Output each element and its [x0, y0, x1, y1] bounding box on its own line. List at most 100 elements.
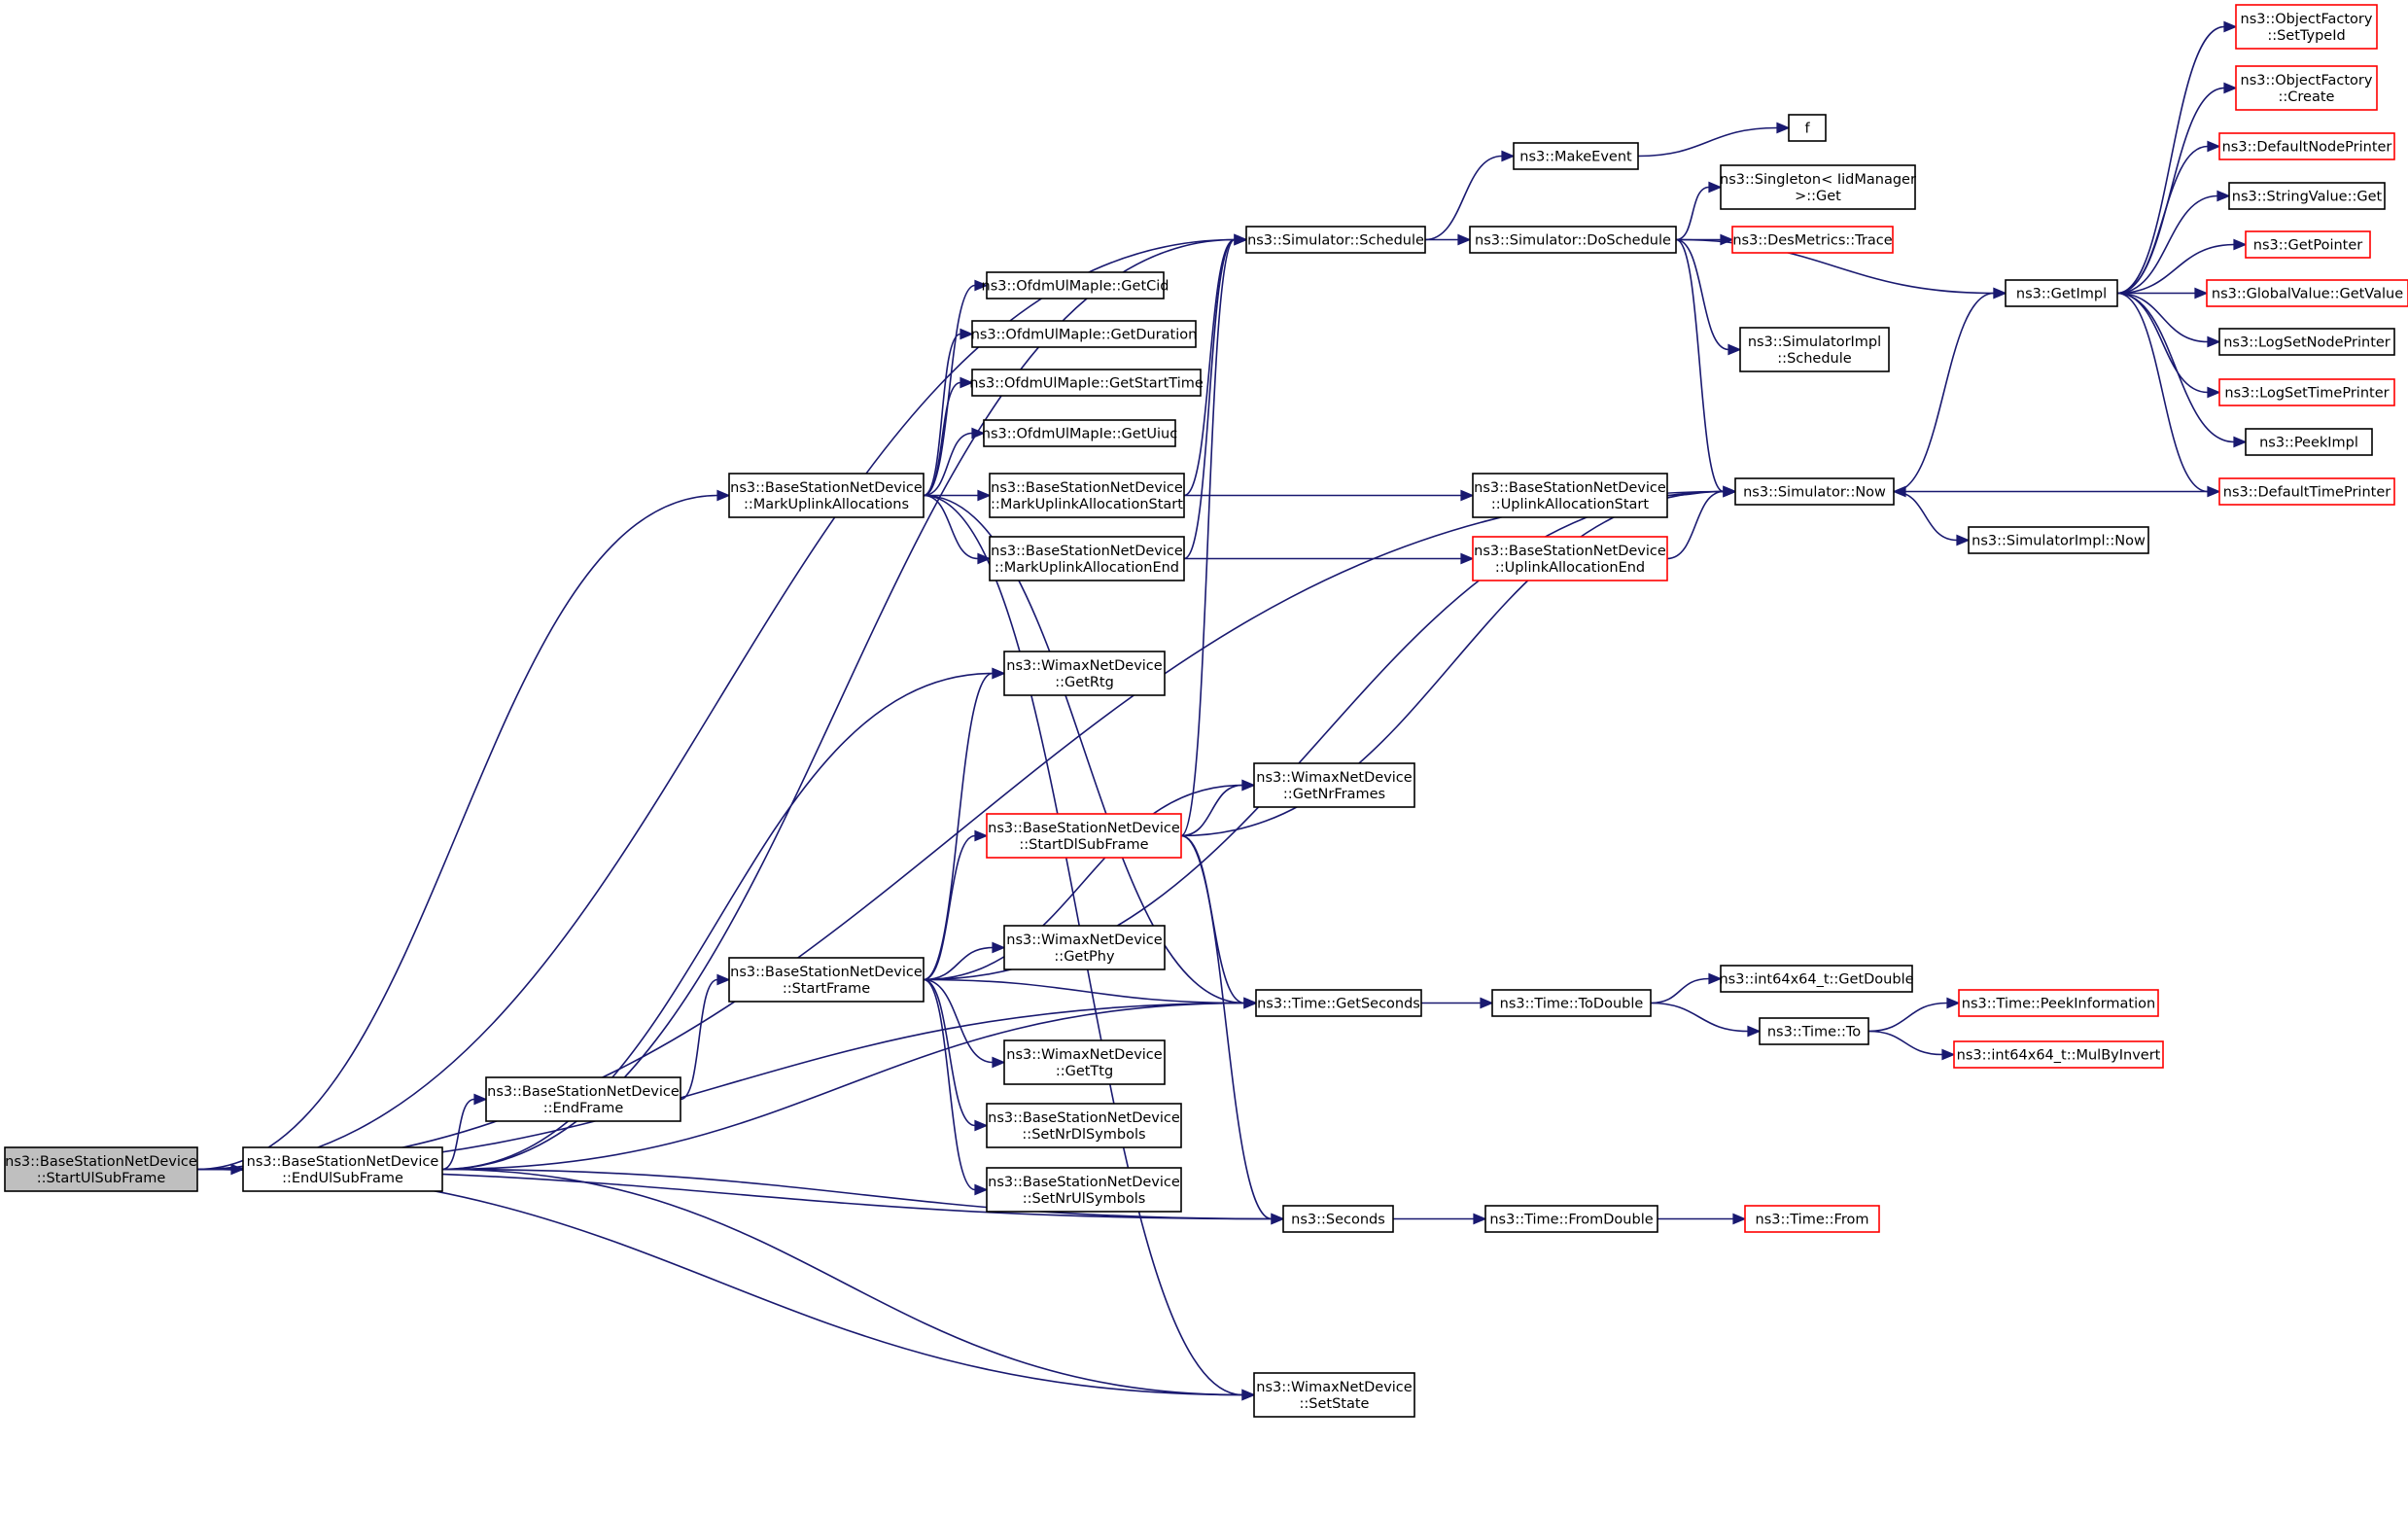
- node-logsetnode[interactable]: ns3::LogSetNodePrinter: [2218, 328, 2395, 356]
- node-getseconds[interactable]: ns3::Time::GetSeconds: [1255, 989, 1422, 1017]
- node-label: ns3::Time::FromDouble: [1489, 1213, 1653, 1228]
- node-getttg[interactable]: ns3::WimaxNetDevice::GetTtg: [1003, 1039, 1166, 1085]
- node-box: [1734, 477, 1895, 506]
- edge-getimpl-to-ofsettypeid: [2116, 20, 2238, 295]
- node-endframe[interactable]: ns3::BaseStationNetDevice::EndFrame: [485, 1076, 681, 1122]
- node-ulallocstart[interactable]: ns3::BaseStationNetDevice::UplinkAllocat…: [1472, 473, 1668, 518]
- arrow-head-icon: [1460, 552, 1475, 565]
- node-label: ns3::WimaxNetDevice: [1256, 1380, 1412, 1395]
- arrow-head-icon: [1243, 997, 1258, 1009]
- node-label: ns3::MakeEvent: [1519, 150, 1632, 165]
- node-label: ::GetTtg: [1056, 1064, 1113, 1079]
- node-label: ::GetNrFrames: [1283, 787, 1385, 802]
- node-seconds[interactable]: ns3::Seconds: [1282, 1205, 1394, 1233]
- node-label: ::Schedule: [1777, 351, 1851, 367]
- edge-todouble-to-timeto: [1650, 1002, 1762, 1038]
- node-defnodeprinter[interactable]: ns3::DefaultNodePrinter: [2218, 132, 2395, 160]
- node-root[interactable]: ns3::BaseStationNetDevice::StartUlSubFra…: [4, 1146, 198, 1192]
- arrow-head-icon: [1241, 1389, 1256, 1401]
- node-label: ns3::OfdmUlMapIe::GetUiuc: [982, 427, 1177, 442]
- edge-line: [923, 381, 961, 497]
- edge-line: [1637, 126, 1778, 158]
- node-getstart[interactable]: ns3::OfdmUlMapIe::GetStartTime: [969, 369, 1204, 397]
- node-deftimeprinter[interactable]: ns3::DefaultTimePrinter: [2218, 477, 2395, 506]
- node-todouble[interactable]: ns3::Time::ToDouble: [1491, 989, 1652, 1017]
- edge-startdl-to-getnrframes: [1180, 779, 1256, 837]
- node-fromdouble[interactable]: ns3::Time::FromDouble: [1484, 1205, 1658, 1233]
- arrow-head-icon: [2233, 238, 2248, 251]
- node-markulstart[interactable]: ns3::BaseStationNetDevice::MarkUplinkAll…: [989, 473, 1185, 518]
- node-label: ns3::GlobalValue::GetValue: [2212, 287, 2403, 302]
- arrow-head-icon: [2223, 82, 2238, 94]
- node-simnow[interactable]: ns3::Simulator::Now: [1734, 477, 1895, 506]
- node-box: [1282, 1205, 1394, 1233]
- node-setnrdl[interactable]: ns3::BaseStationNetDevice::SetNrDlSymbol…: [986, 1103, 1182, 1148]
- node-label: ns3::BaseStationNetDevice: [988, 821, 1180, 836]
- node-ofsettypeid[interactable]: ns3::ObjectFactory::SetTypeId: [2235, 4, 2378, 50]
- arrow-head-icon: [1732, 1213, 1747, 1225]
- node-markul[interactable]: ns3::BaseStationNetDevice::MarkUplinkAll…: [728, 473, 925, 518]
- edge-line: [1180, 784, 1243, 837]
- edge-line: [2116, 194, 2218, 295]
- node-getrtg[interactable]: ns3::WimaxNetDevice::GetRtg: [1003, 651, 1166, 696]
- node-getcid[interactable]: ns3::OfdmUlMapIe::GetCid: [982, 271, 1169, 299]
- node-box: [971, 320, 1197, 348]
- node-peekinfo[interactable]: ns3::Time::PeekInformation: [1958, 989, 2159, 1017]
- node-getdur[interactable]: ns3::OfdmUlMapIe::GetDuration: [971, 320, 1198, 348]
- edge-timeto-to-mulbyinvert: [1867, 1030, 1956, 1061]
- edge-simnow-to-getimpl: [1893, 287, 2007, 493]
- edge-startdl-to-schedule: [1180, 233, 1248, 837]
- node-timefrom[interactable]: ns3::Time::From: [1744, 1205, 1880, 1233]
- node-doschedule[interactable]: ns3::Simulator::DoSchedule: [1469, 226, 1677, 254]
- edge-line: [441, 1098, 475, 1171]
- node-singleton[interactable]: ns3::Singleton< IidManager >::Get: [1720, 164, 1916, 210]
- node-startframe[interactable]: ns3::BaseStationNetDevice::StartFrame: [728, 957, 925, 1003]
- node-stringvalueget[interactable]: ns3::StringValue::Get: [2228, 182, 2386, 210]
- node-f[interactable]: f: [1788, 114, 1827, 142]
- node-getdoubleint[interactable]: ns3::int64x64_t::GetDouble: [1719, 965, 1914, 993]
- node-setnrul[interactable]: ns3::BaseStationNetDevice::SetNrUlSymbol…: [986, 1167, 1182, 1213]
- node-simimplnow[interactable]: ns3::SimulatorImpl::Now: [1968, 526, 2149, 554]
- arrow-head-icon: [1892, 485, 1906, 498]
- edge-line: [441, 672, 994, 1171]
- node-box: [2218, 378, 2395, 406]
- node-timeto[interactable]: ns3::Time::To: [1759, 1017, 1869, 1045]
- node-simimplsched[interactable]: ns3::SimulatorImpl::Schedule: [1739, 327, 1890, 372]
- node-label: ::StartUlSubFrame: [37, 1171, 166, 1186]
- node-setstate[interactable]: ns3::WimaxNetDevice::SetState: [1253, 1372, 1415, 1418]
- node-label: ns3::WimaxNetDevice: [1006, 1047, 1162, 1063]
- edge-line: [923, 978, 976, 1127]
- node-box: [986, 1167, 1182, 1213]
- edge-line: [923, 978, 994, 1064]
- node-desmetrics[interactable]: ns3::DesMetrics::Trace: [1731, 226, 1894, 254]
- node-getphy[interactable]: ns3::WimaxNetDevice::GetPhy: [1003, 925, 1166, 970]
- node-box: [1739, 327, 1890, 372]
- node-box: [1484, 1205, 1658, 1233]
- node-startdl[interactable]: ns3::BaseStationNetDevice::StartDlSubFra…: [986, 813, 1182, 859]
- node-peekimpl[interactable]: ns3::PeekImpl: [2245, 428, 2373, 456]
- node-getuiuc[interactable]: ns3::OfdmUlMapIe::GetUiuc: [982, 419, 1177, 447]
- edge-markulend-to-schedule: [1183, 233, 1248, 560]
- edge-line: [1675, 186, 1710, 241]
- node-schedule[interactable]: ns3::Simulator::Schedule: [1245, 226, 1426, 254]
- node-makeevent[interactable]: ns3::MakeEvent: [1513, 142, 1639, 170]
- node-label: ns3::BaseStationNetDevice: [991, 544, 1183, 559]
- node-ulallocend[interactable]: ns3::BaseStationNetDevice::UplinkAllocat…: [1472, 536, 1668, 581]
- node-mulbyinvert[interactable]: ns3::int64x64_t::MulByInvert: [1953, 1040, 2164, 1069]
- edge-line: [1650, 1002, 1749, 1033]
- node-box: [728, 473, 925, 518]
- arrow-head-icon: [1460, 489, 1475, 502]
- edge-line: [196, 490, 1725, 1171]
- node-getpointer[interactable]: ns3::GetPointer: [2245, 230, 2371, 259]
- node-globalvalueget[interactable]: ns3::GlobalValue::GetValue: [2206, 279, 2408, 307]
- arrow-head-icon: [960, 328, 974, 340]
- node-endul[interactable]: ns3::BaseStationNetDevice::EndUlSubFrame: [242, 1146, 443, 1192]
- node-label: ns3::BaseStationNetDevice: [730, 480, 923, 496]
- node-markulend[interactable]: ns3::BaseStationNetDevice::MarkUplinkAll…: [989, 536, 1185, 581]
- node-logsettime[interactable]: ns3::LogSetTimePrinter: [2218, 378, 2395, 406]
- node-getimpl[interactable]: ns3::GetImpl: [2005, 279, 2118, 307]
- call-nodes: ns3::BaseStationNetDevice::StartUlSubFra…: [4, 4, 2408, 1418]
- node-getnrframes[interactable]: ns3::WimaxNetDevice::GetNrFrames: [1253, 762, 1415, 808]
- node-ofcreate[interactable]: ns3::ObjectFactory::Create: [2235, 65, 2378, 111]
